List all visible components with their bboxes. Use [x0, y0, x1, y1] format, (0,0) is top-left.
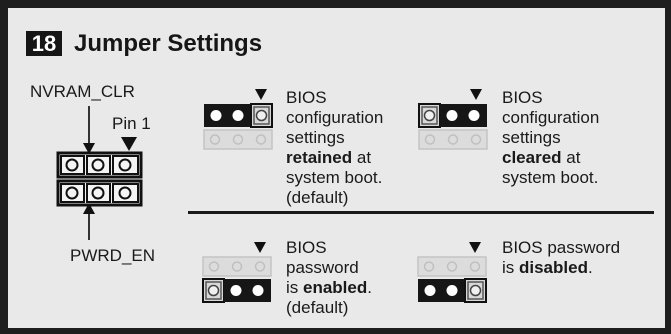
retained-suffix: at [352, 148, 372, 167]
pin1-marker-enabled-icon [254, 242, 266, 253]
pin1-label: Pin 1 [112, 114, 151, 133]
desc-retained-line6: (default) [286, 188, 349, 207]
legend-header-block [56, 151, 143, 207]
pin1-marker-retained-icon [255, 89, 267, 100]
desc-cleared: BIOS configuration settings cleared at s… [502, 88, 599, 188]
pwrd-leader-line [88, 206, 90, 240]
nvram-arrow-icon [83, 143, 95, 154]
figure-title: Jumper Settings [74, 30, 263, 57]
desc-disabled-line1: BIOS password [502, 238, 621, 257]
desc-retained: BIOS configuration settings retained at … [286, 88, 383, 208]
desc-cleared-line5: system boot. [502, 168, 599, 187]
desc-cleared-line1: BIOS [502, 88, 543, 107]
desc-password-enabled: BIOS password is enabled. (default) [286, 238, 372, 318]
desc-disabled-line2: is disabled. [502, 258, 620, 278]
jumper-cleared [418, 103, 488, 150]
pin1-marker-disabled-icon [469, 242, 481, 253]
nvram-clr-label: NVRAM_CLR [30, 82, 135, 101]
pin1-marker-cleared-icon [470, 89, 482, 100]
desc-cleared-line4: cleared at [502, 148, 599, 168]
figure-number: 18 [26, 31, 62, 56]
desc-retained-line2: configuration [286, 108, 384, 127]
desc-cleared-line3: settings [502, 128, 561, 147]
desc-enabled-line1: BIOS [286, 238, 327, 257]
enabled-suffix: . [367, 278, 372, 297]
disabled-keyword: disabled [519, 258, 588, 277]
disabled-suffix: . [587, 258, 593, 277]
jumper-password-enabled [202, 256, 272, 303]
desc-enabled-line3: is enabled. [286, 278, 372, 298]
retained-keyword: retained [286, 148, 353, 167]
nvram-leader-line [88, 106, 90, 148]
enabled-prefix: is [286, 278, 303, 297]
desc-cleared-line2: configuration [502, 108, 600, 127]
disabled-prefix: is [502, 258, 519, 277]
desc-retained-line1: BIOS [286, 88, 327, 107]
jumper-password-disabled [417, 256, 487, 303]
pin1-marker-icon [121, 137, 137, 151]
jumper-retained [203, 103, 273, 150]
cleared-suffix: at [561, 148, 581, 167]
pwrd-en-label: PWRD_EN [70, 246, 156, 265]
section-divider [188, 211, 654, 214]
desc-retained-line5: system boot. [286, 168, 383, 187]
cleared-keyword: cleared [502, 148, 562, 167]
enabled-keyword: enabled [303, 278, 368, 297]
desc-retained-line4: retained at [286, 148, 383, 168]
desc-retained-line3: settings [286, 128, 345, 147]
desc-password-disabled: BIOS password is disabled. [502, 238, 620, 278]
desc-enabled-line2: password [286, 258, 359, 277]
desc-enabled-line4: (default) [286, 298, 349, 317]
